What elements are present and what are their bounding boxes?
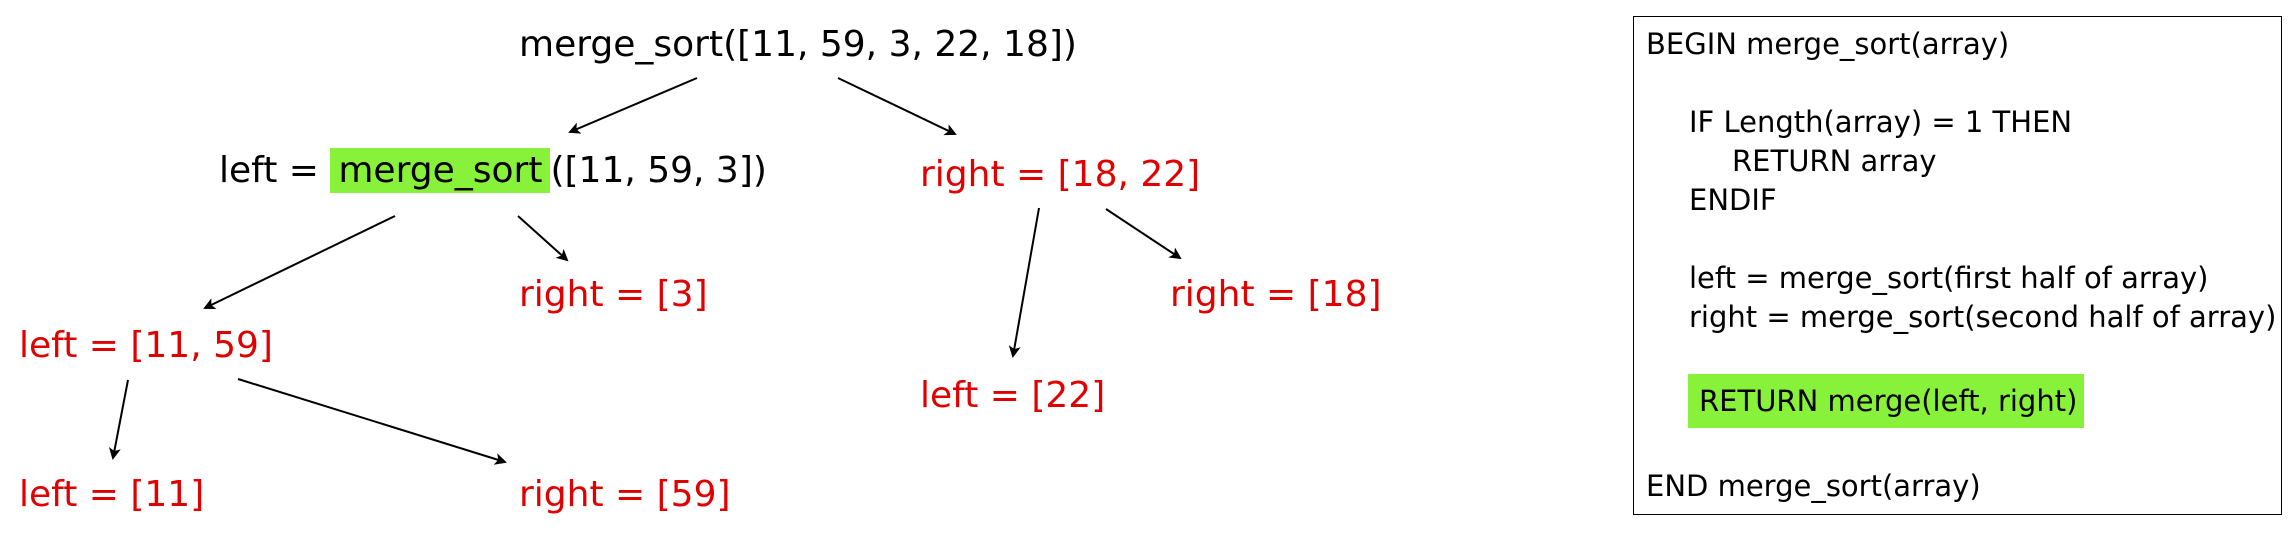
code-line-return-array: RETURN array <box>1732 144 1937 178</box>
arrow-left-to-right <box>517 215 569 262</box>
arrow-leftleft-to-left <box>108 379 129 460</box>
right-result-3: right = [3] <box>519 274 708 315</box>
right-result-18: right = [18] <box>1170 274 1382 315</box>
code-line-end: END merge_sort(array) <box>1646 469 1981 503</box>
arrow-right-to-left <box>1008 207 1040 358</box>
left-call: left = merge_sort([11, 59, 3]) <box>219 148 767 193</box>
arrow-right-to-right <box>1105 208 1182 260</box>
right-result-18-22: right = [18, 22] <box>920 154 1201 195</box>
code-line-if: IF Length(array) = 1 THEN <box>1689 105 2073 139</box>
arrow-left-to-left <box>203 215 396 310</box>
pseudocode-box <box>1633 16 2282 515</box>
active-call-highlight: merge_sort <box>330 148 551 193</box>
left-result-11: left = [11] <box>19 474 205 515</box>
left-result-11-59: left = [11, 59] <box>19 325 273 366</box>
left-result-22: left = [22] <box>920 375 1106 416</box>
code-line-right-assign: right = merge_sort(second half of array) <box>1689 300 2277 334</box>
code-line-return-merge: RETURN merge(left, right) <box>1699 384 2078 418</box>
arrow-leftleft-to-right <box>237 378 507 465</box>
code-line-begin: BEGIN merge_sort(array) <box>1646 27 2010 61</box>
code-line-endif: ENDIF <box>1689 183 1777 217</box>
right-result-59: right = [59] <box>519 474 731 515</box>
arrow-root-to-left <box>568 77 698 134</box>
left-call-suffix: ([11, 59, 3]) <box>550 150 767 191</box>
left-call-prefix: left = <box>219 150 331 191</box>
current-line-highlight <box>1688 374 2084 428</box>
arrow-root-to-right <box>837 77 957 136</box>
code-line-left-assign: left = merge_sort(first half of array) <box>1689 261 2209 295</box>
root-call: merge_sort([11, 59, 3, 22, 18]) <box>519 24 1077 65</box>
